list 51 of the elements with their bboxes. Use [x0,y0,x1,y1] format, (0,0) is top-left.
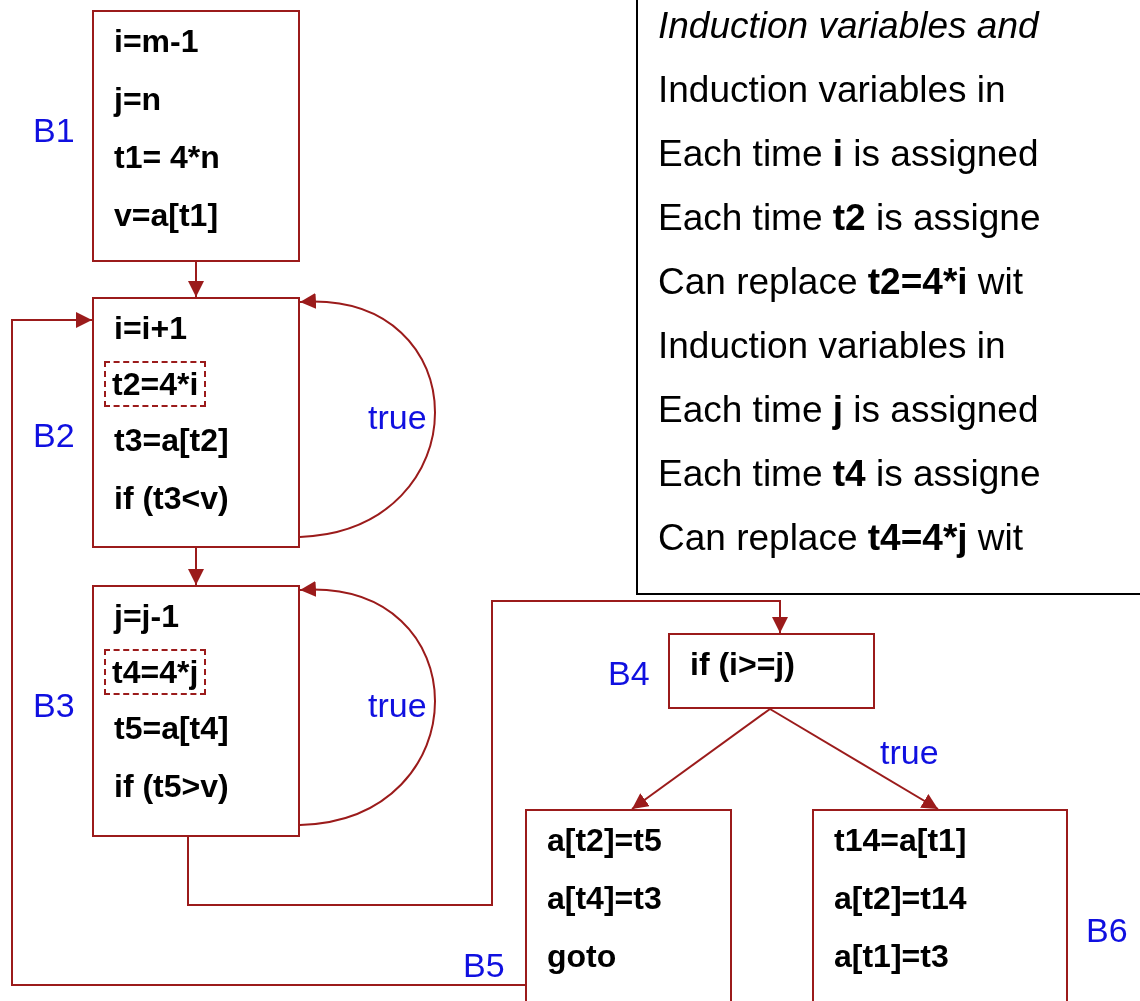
code-line: if (t5>v) [114,767,229,805]
code-line: if (t3<v) [114,479,229,517]
code-line: i=i+1 [114,309,187,347]
block-label: B2 [33,415,75,455]
highlight-box [104,649,207,695]
note-line: Each time j is assigned [658,388,1039,432]
code-line: goto [547,937,617,975]
code-line: a[t1]=t3 [834,937,949,975]
code-block-box [92,297,300,548]
note-line: Induction variables and [658,4,1039,48]
block-label: B1 [33,110,75,150]
block-label: B3 [33,685,75,725]
code-line: t3=a[t2] [114,421,229,459]
code-line: a[t2]=t14 [834,879,967,917]
arrow [769,708,939,810]
arrow [631,708,771,810]
code-block-box [92,10,300,262]
code-line: t2=4*i [112,365,199,403]
code-line: j=j-1 [114,597,179,635]
note-line: Each time i is assigned [658,132,1039,176]
note-box [636,0,1140,595]
arrow [188,547,204,586]
arrow [187,600,788,906]
code-line: t1= 4*n [114,138,220,176]
code-block-box [668,633,875,709]
arrow [299,582,436,826]
highlight-box [104,361,207,407]
note-line: Induction variables in [658,68,1006,112]
code-line: t4=4*j [112,653,199,691]
code-line: t14=a[t1] [834,821,967,859]
arrow [11,312,526,986]
note-line: Each time t4 is assigne [658,452,1041,496]
code-line: j=n [114,80,162,118]
note-line: Can replace t2=4*i wit [658,260,1024,304]
arrow [299,294,436,538]
code-line: a[t4]=t3 [547,879,662,917]
code-line: if (i>=j) [690,645,795,683]
code-line: a[t2]=t5 [547,821,662,859]
note-line: Induction variables in [658,324,1006,368]
block-label: B6 [1086,910,1128,950]
code-line: v=a[t1] [114,196,219,234]
note-line: Each time t2 is assigne [658,196,1041,240]
code-line: i=m-1 [114,22,199,60]
code-block-box [525,809,732,1001]
code-line: t5=a[t4] [114,709,229,747]
note-line: Can replace t4=4*j wit [658,516,1024,560]
block-label: B4 [608,653,650,693]
code-block-box [812,809,1068,1001]
arrow [188,261,204,298]
code-block-box [92,585,300,837]
block-label: B5 [463,945,505,985]
